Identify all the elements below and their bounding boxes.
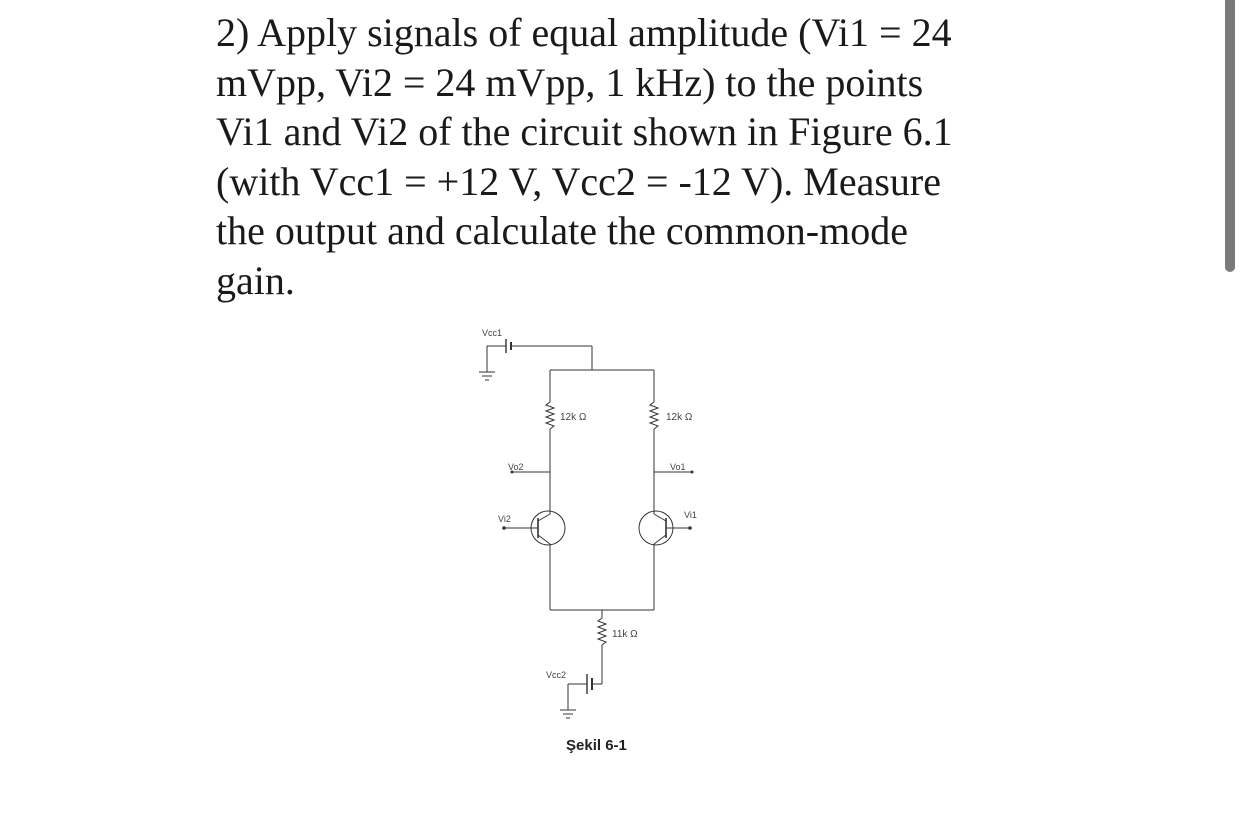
vcc1-label: Vcc1 (482, 328, 502, 338)
question-line-4: (with Vcc1 = +12 V, Vcc2 = -12 V). Measu… (216, 158, 941, 204)
left-resistor-label: 12k Ω (560, 412, 587, 423)
left-transistor-icon (504, 510, 566, 610)
vcc1-ground-icon (479, 345, 506, 381)
left-collector-resistor (544, 370, 556, 514)
right-resistor-label: 12k Ω (666, 412, 693, 423)
right-transistor-icon (638, 510, 690, 610)
vcc2-battery-icon (568, 674, 602, 694)
question-line-1: 2) Apply signals of equal amplitude (Vi1… (216, 10, 952, 55)
circuit-figure: Vcc1 12k Ω 12k Ω Vo2 Vo1 Vi2 Vi1 11k Ω V… (470, 322, 730, 762)
scrollbar-thumb[interactable] (1225, 0, 1235, 272)
circuit-diagram: Vcc1 12k Ω 12k Ω Vo2 Vo1 Vi2 Vi1 11k Ω V… (479, 328, 697, 754)
question-line-2: mVpp, Vi2 = 24 mVpp, 1 kHz) to the point… (216, 59, 924, 105)
question-text: 2) Apply signals of equal amplitude (Vi1… (216, 8, 1016, 305)
vi1-label: Vi1 (684, 510, 697, 520)
vcc2-ground-icon (560, 684, 576, 719)
vcc1-battery-icon (505, 339, 592, 353)
vo1-label: Vo1 (670, 462, 686, 472)
vo2-label: Vo2 (508, 462, 524, 472)
figure-caption: Şekil 6-1 (566, 737, 627, 754)
question-line-5: the output and calculate the common-mode (216, 208, 908, 253)
right-collector-resistor (648, 370, 660, 514)
question-line-6: gain. (216, 257, 295, 303)
tail-resistor-label: 11k Ω (612, 629, 638, 640)
vcc2-label: Vcc2 (546, 670, 566, 680)
tail-resistor (596, 617, 608, 684)
question-line-3: Vi1 and Vi2 of the circuit shown in Figu… (216, 109, 953, 154)
vi2-label: Vi2 (498, 514, 511, 524)
